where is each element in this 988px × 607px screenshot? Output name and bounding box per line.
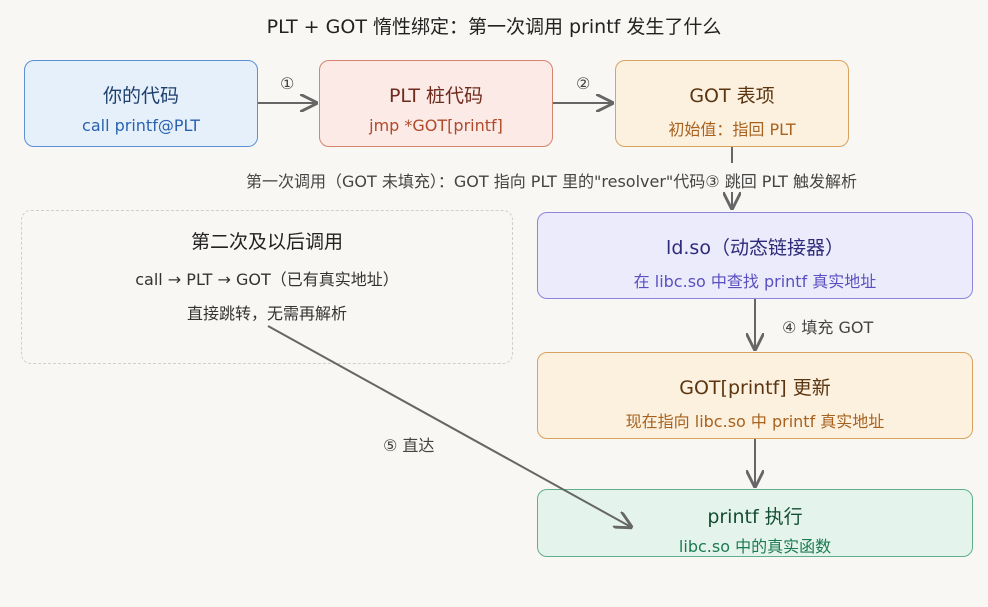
ld-so-title: ld.so（动态链接器） [666,237,844,259]
got-entry-title: GOT 表项 [689,85,775,107]
plt-stub-title: PLT 桩代码 [388,85,484,107]
got-update-sub: 现在指向 libc.so 中 printf 真实地址 [625,412,885,431]
plt-stub-box: PLT 桩代码 jmp *GOT[printf] [319,60,553,147]
got-entry-sub: 初始值：指回 PLT [668,120,796,139]
got-update-box: GOT[printf] 更新 现在指向 libc.so 中 printf 真实地… [537,352,973,439]
second-call-title: 第二次及以后调用 [190,231,343,253]
printf-exec-sub: libc.so 中的真实函数 [678,537,832,556]
edge-label-1: ① [280,74,295,93]
plt-stub-sub: jmp *GOT[printf] [369,116,503,135]
printf-exec-box: printf 执行 libc.so 中的真实函数 [537,489,973,557]
ld-so-box: ld.so（动态链接器） 在 libc.so 中查找 printf 真实地址 [537,212,973,299]
your-code-title: 你的代码 [102,85,179,107]
edge-label-3: 第一次调用（GOT 未填充）：GOT 指向 PLT 里的"resolver"代码… [246,172,857,191]
your-code-sub: call printf@PLT [82,116,200,135]
got-entry-box: GOT 表项 初始值：指回 PLT [615,60,849,147]
edge-label-2: ② [576,74,591,93]
edge-label-4: ④ 填充 GOT [782,318,874,337]
got-update-title: GOT[printf] 更新 [679,377,831,399]
diagram-title: PLT + GOT 惰性绑定：第一次调用 printf 发生了什么 [266,16,722,38]
arrow-second-call-to-printf [267,325,631,527]
printf-exec-title: printf 执行 [707,506,803,528]
ld-so-sub: 在 libc.so 中查找 printf 真实地址 [633,272,877,291]
your-code-box: 你的代码 call printf@PLT [24,60,258,147]
second-call-box: 第二次及以后调用 call → PLT → GOT（已有真实地址） 直接跳转，无… [21,210,513,364]
second-call-line1: call → PLT → GOT（已有真实地址） [135,270,399,289]
edge-label-5: ⑤ 直达 [383,436,435,455]
second-call-line2: 直接跳转，无需再解析 [186,304,347,323]
